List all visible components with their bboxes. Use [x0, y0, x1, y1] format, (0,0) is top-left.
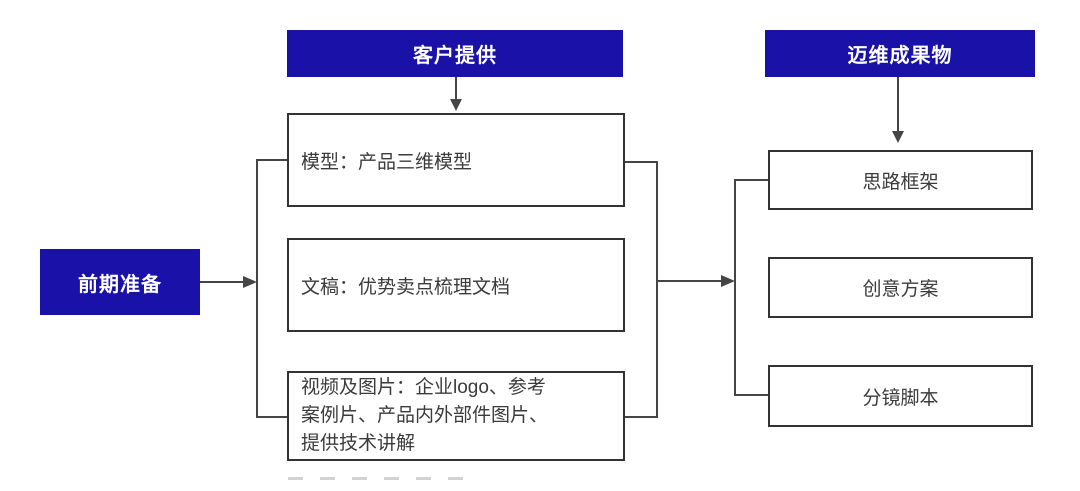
start-node: 前期准备: [40, 249, 200, 315]
bracket-client-left: [256, 159, 287, 418]
client-item-model: 模型：产品三维模型: [287, 113, 625, 207]
deliverable-item-storyboard: 分镜脚本: [768, 365, 1033, 427]
arrowhead-start: [243, 276, 257, 288]
arrowhead-deliverable-header: [892, 131, 904, 143]
client-column-header: 客户提供: [287, 30, 623, 77]
bracket-deliverables-left: [734, 179, 768, 396]
cropped-text-artifact: [288, 477, 466, 480]
client-item-document: 文稿：优势卖点梳理文档: [287, 238, 625, 332]
arrowhead-client-header: [450, 99, 462, 111]
arrowhead-deliverables: [721, 275, 735, 287]
client-item-media: 视频及图片：企业logo、参考 案例片、产品内外部件图片、 提供技术讲解: [287, 371, 625, 461]
deliverable-item-framework: 思路框架: [768, 150, 1033, 210]
deliverable-item-creative: 创意方案: [768, 257, 1033, 318]
deliverables-column-header: 迈维成果物: [765, 30, 1035, 77]
bracket-client-right: [625, 161, 658, 418]
